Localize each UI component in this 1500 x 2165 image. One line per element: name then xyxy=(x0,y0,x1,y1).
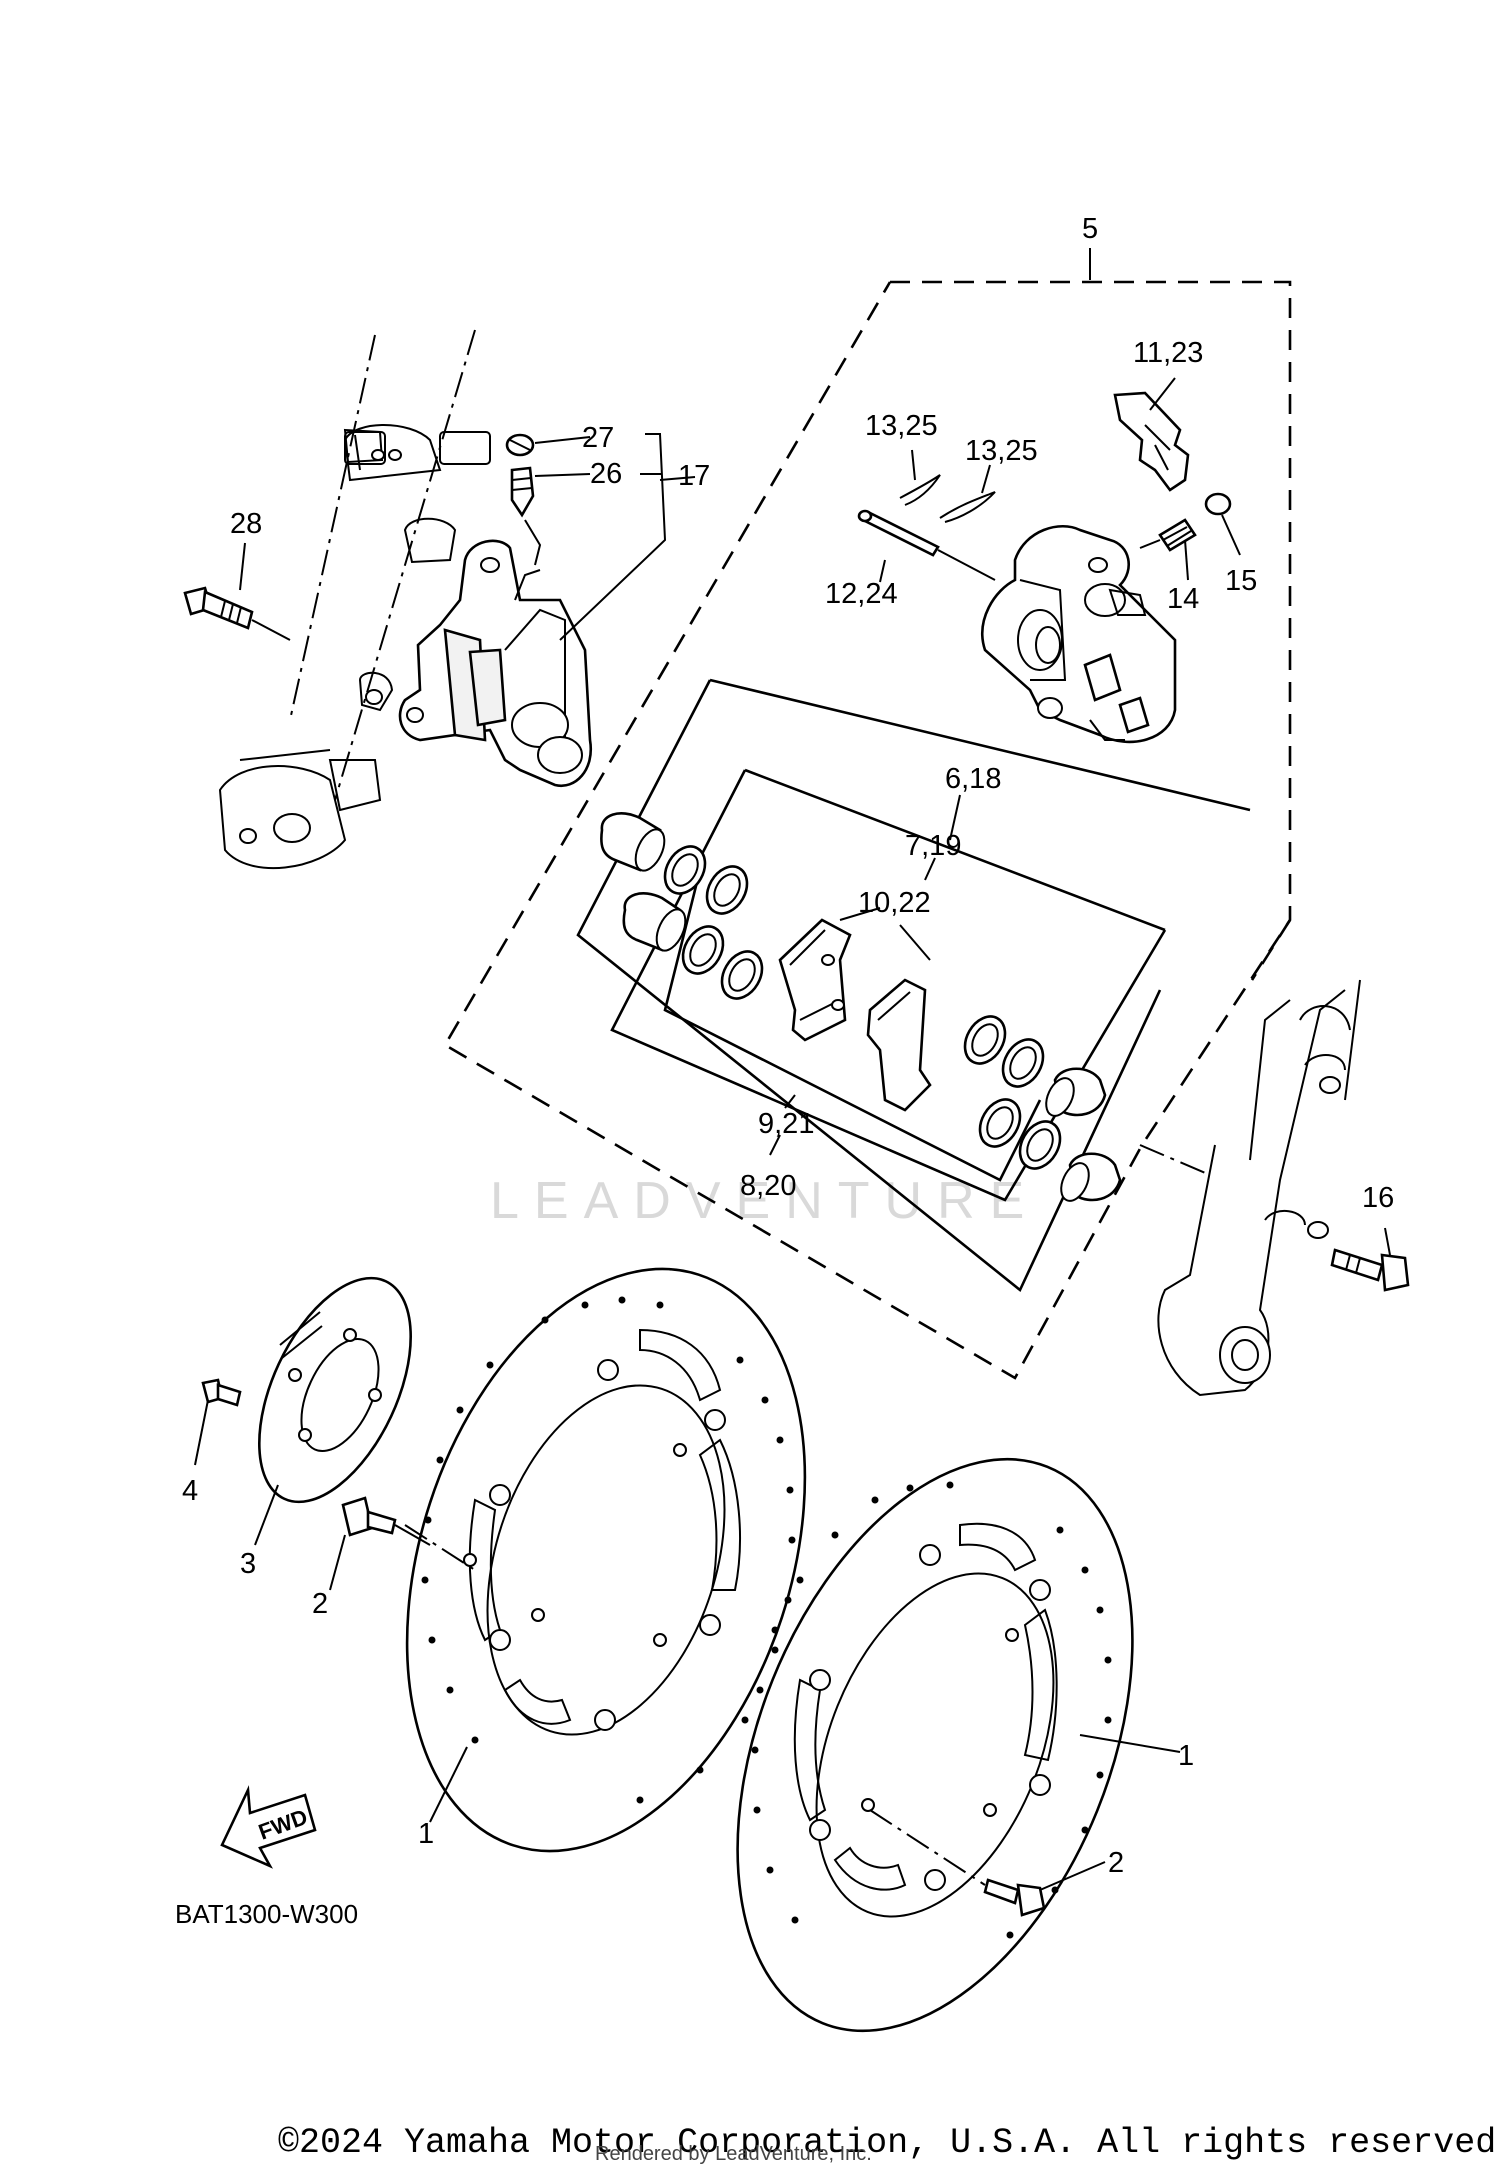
bolt-2-right xyxy=(983,1878,1046,1917)
cap-27 xyxy=(505,433,535,457)
callout-2-left: 2 xyxy=(312,1588,328,1620)
callout-2-right: 2 xyxy=(1108,1847,1124,1879)
callout-15: 15 xyxy=(1225,565,1257,597)
seal-kit-box-mid xyxy=(610,768,1167,1202)
callout-1-right: 1 xyxy=(1178,1740,1194,1772)
piston-upper-left xyxy=(600,812,666,872)
callout-16: 16 xyxy=(1362,1182,1394,1214)
piston-seals xyxy=(663,845,1062,1170)
bolt-16 xyxy=(1330,1227,1410,1292)
callout-11-23: 11,23 xyxy=(1133,337,1203,369)
right-fork-leg xyxy=(1157,979,1361,1397)
brake-disc-left xyxy=(405,1267,807,1853)
copyright-notice: ©2024 Yamaha Motor Corporation, U.S.A. A… xyxy=(278,2123,1500,2163)
right-brake-caliper xyxy=(981,525,1177,744)
piston-upper-right xyxy=(1045,1067,1107,1117)
pad-spring-11 xyxy=(1113,391,1190,492)
callout-3: 3 xyxy=(240,1548,256,1580)
pad-pin-12 xyxy=(857,509,996,581)
clip-13b xyxy=(939,491,996,523)
bolt-2-left xyxy=(341,1496,431,1546)
callout-1-left: 1 xyxy=(418,1818,434,1850)
callout-9-21: 9,21 xyxy=(758,1108,814,1140)
left-brake-caliper xyxy=(398,539,593,788)
clip-13a xyxy=(899,474,941,506)
callout-27: 27 xyxy=(582,422,614,454)
callout-26: 26 xyxy=(590,458,622,490)
rendered-by-notice: Rendered by LeadVenture, Inc. xyxy=(595,2143,872,2165)
cap-15 xyxy=(1204,492,1232,516)
callout-12-24: 12,24 xyxy=(825,578,898,610)
seal-kit-box-outer xyxy=(576,678,1251,1293)
brake-pad-left xyxy=(778,918,852,1042)
bolt-28 xyxy=(183,586,291,641)
screw-4 xyxy=(201,1378,242,1407)
leader-28 xyxy=(239,542,246,591)
bleed-screw-14 xyxy=(1139,518,1197,552)
bleed-screw-26 xyxy=(510,466,535,518)
callout-28: 28 xyxy=(230,508,262,540)
callout-13-25-b: 13,25 xyxy=(965,435,1038,467)
callout-14: 14 xyxy=(1167,583,1199,615)
caliper-assembly-boundary xyxy=(443,280,1292,1380)
diagram-code: BAT1300-W300 xyxy=(175,1899,358,1929)
left-fork-leg xyxy=(218,329,491,870)
callout-7-19: 7,19 xyxy=(905,830,961,862)
seal-kit-box-inner xyxy=(663,869,1042,1182)
brake-pad-right xyxy=(866,978,932,1112)
callout-5: 5 xyxy=(1082,213,1098,245)
callout-6-18: 6,18 xyxy=(945,763,1001,795)
sensor-rotor-3 xyxy=(258,1276,412,1504)
callout-8-20: 8,20 xyxy=(740,1170,796,1202)
callout-13-25-a: 13,25 xyxy=(865,410,938,442)
piston-lower-left xyxy=(622,892,687,952)
piston-lower-right xyxy=(1060,1152,1122,1202)
callout-17: 17 xyxy=(678,460,710,492)
callout-10-22: 10,22 xyxy=(858,887,931,919)
callout-4: 4 xyxy=(182,1475,198,1507)
forward-arrow: FWD xyxy=(220,1785,317,1869)
